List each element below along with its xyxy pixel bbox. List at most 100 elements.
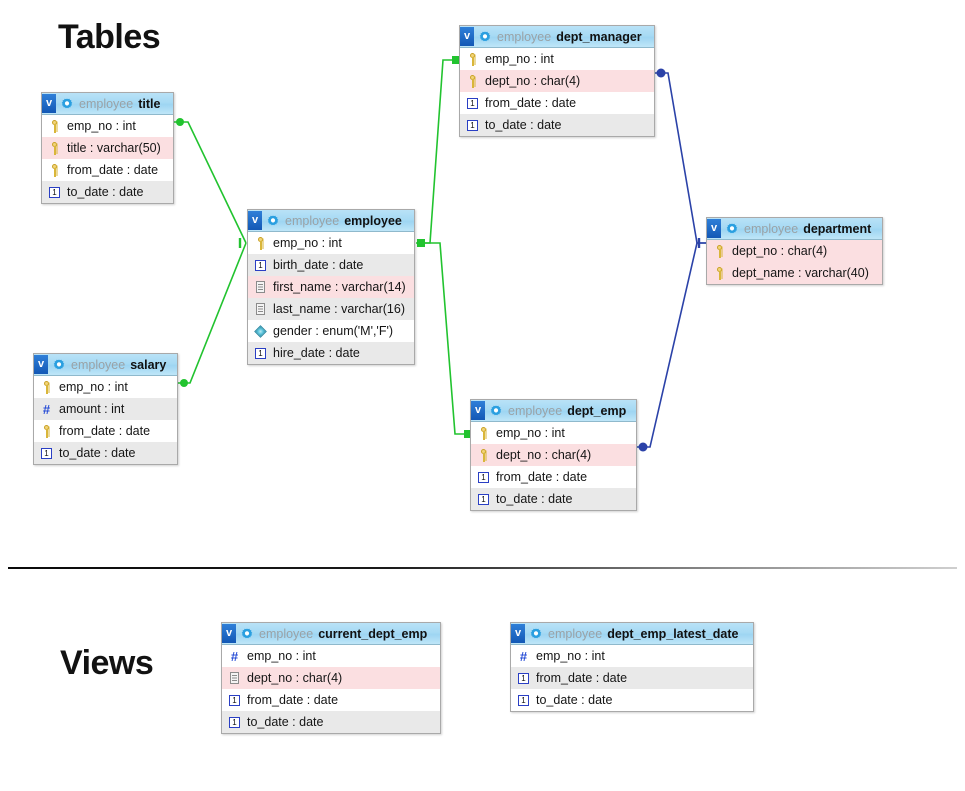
table-box-department[interactable]: v employee department dept_no : char(4)dept… — [706, 217, 883, 285]
schema-name: employee — [744, 221, 799, 236]
column-row[interactable]: from_date : date — [222, 689, 440, 711]
date-column-icon — [517, 694, 530, 707]
gear-icon — [53, 359, 65, 371]
edge-title-employee — [174, 118, 247, 248]
column-label: to_date : date — [496, 492, 573, 506]
column-row[interactable]: title : varchar(50) — [42, 137, 173, 159]
column-row[interactable]: last_name : varchar(16) — [248, 298, 414, 320]
column-label: emp_no : int — [485, 52, 554, 66]
column-row[interactable]: dept_no : char(4) — [460, 70, 654, 92]
column-row[interactable]: emp_no : int — [248, 232, 414, 254]
table-name: department — [803, 221, 872, 236]
column-label: from_date : date — [247, 693, 339, 707]
column-row[interactable]: first_name : varchar(14) — [248, 276, 414, 298]
column-row[interactable]: emp_no : int — [511, 645, 753, 667]
column-label: to_date : date — [485, 118, 562, 132]
column-row[interactable]: from_date : date — [34, 420, 177, 442]
primary-key-icon — [40, 380, 53, 394]
text-column-icon — [254, 303, 267, 316]
column-row[interactable]: emp_no : int — [222, 645, 440, 667]
view-badge-icon: v — [34, 355, 48, 374]
column-label: emp_no : int — [273, 236, 342, 250]
column-label: emp_no : int — [67, 119, 136, 133]
primary-key-icon — [40, 424, 53, 438]
column-row[interactable]: emp_no : int — [460, 48, 654, 70]
numeric-column-icon — [40, 403, 53, 416]
view-name: dept_emp_latest_date — [607, 626, 739, 641]
column-row[interactable]: emp_no : int — [42, 115, 173, 137]
column-label: dept_no : char(4) — [496, 448, 592, 462]
gear-icon — [530, 628, 542, 640]
column-row[interactable]: from_date : date — [471, 466, 636, 488]
schema-name: employee — [548, 626, 603, 641]
date-column-icon — [466, 119, 479, 132]
column-row[interactable]: from_date : date — [42, 159, 173, 181]
column-row[interactable]: dept_no : char(4) — [707, 240, 882, 262]
edge-salary-employee — [178, 242, 247, 387]
view-name: current_dept_emp — [318, 626, 428, 641]
column-row[interactable]: hire_date : date — [248, 342, 414, 364]
numeric-column-icon — [517, 650, 530, 663]
column-label: gender : enum('M','F') — [273, 324, 394, 338]
column-row[interactable]: from_date : date — [511, 667, 753, 689]
column-row[interactable]: to_date : date — [511, 689, 753, 711]
date-column-icon — [517, 672, 530, 685]
column-row[interactable]: to_date : date — [460, 114, 654, 136]
gear-icon — [479, 31, 491, 43]
date-column-icon — [254, 259, 267, 272]
column-row[interactable]: emp_no : int — [34, 376, 177, 398]
column-row[interactable]: to_date : date — [471, 488, 636, 510]
table-name: salary — [130, 357, 167, 372]
column-row[interactable]: from_date : date — [460, 92, 654, 114]
column-row[interactable]: to_date : date — [222, 711, 440, 733]
date-column-icon — [228, 694, 241, 707]
column-row[interactable]: dept_no : char(4) — [471, 444, 636, 466]
view-box-dept_emp_latest_date[interactable]: v employee dept_emp_latest_dateemp_no : in… — [510, 622, 754, 712]
primary-key-icon — [713, 266, 726, 280]
column-label: amount : int — [59, 402, 125, 416]
column-label: emp_no : int — [536, 649, 605, 663]
gear-icon — [267, 215, 279, 227]
schema-name: employee — [497, 29, 552, 44]
schema-name: employee — [285, 213, 340, 228]
gear-icon — [241, 628, 253, 640]
column-row[interactable]: to_date : date — [42, 181, 173, 203]
column-row[interactable]: gender : enum('M','F') — [248, 320, 414, 342]
date-column-icon — [254, 347, 267, 360]
date-column-icon — [466, 97, 479, 110]
edge-dept_manager-department — [655, 68, 706, 248]
column-row[interactable]: amount : int — [34, 398, 177, 420]
column-label: from_date : date — [485, 96, 577, 110]
column-label: to_date : date — [67, 185, 144, 199]
tables-section-title: Tables — [58, 18, 161, 56]
table-header-department[interactable]: v employee department — [707, 218, 882, 240]
section-divider — [8, 567, 957, 569]
column-row[interactable]: to_date : date — [34, 442, 177, 464]
column-row[interactable]: birth_date : date — [248, 254, 414, 276]
primary-key-icon — [48, 119, 61, 133]
view-header-dept_emp_latest_date[interactable]: v employee dept_emp_latest_date — [511, 623, 753, 645]
column-label: first_name : varchar(14) — [273, 280, 406, 294]
view-badge-icon: v — [511, 624, 525, 643]
column-label: emp_no : int — [247, 649, 316, 663]
numeric-column-icon — [228, 650, 241, 663]
table-name: dept_emp — [567, 403, 627, 418]
column-label: to_date : date — [59, 446, 136, 460]
gear-icon — [61, 98, 73, 110]
view-badge-icon: v — [707, 219, 721, 238]
column-row[interactable]: dept_name : varchar(40) — [707, 262, 882, 284]
column-row[interactable]: emp_no : int — [471, 422, 636, 444]
column-row[interactable]: dept_no : char(4) — [222, 667, 440, 689]
